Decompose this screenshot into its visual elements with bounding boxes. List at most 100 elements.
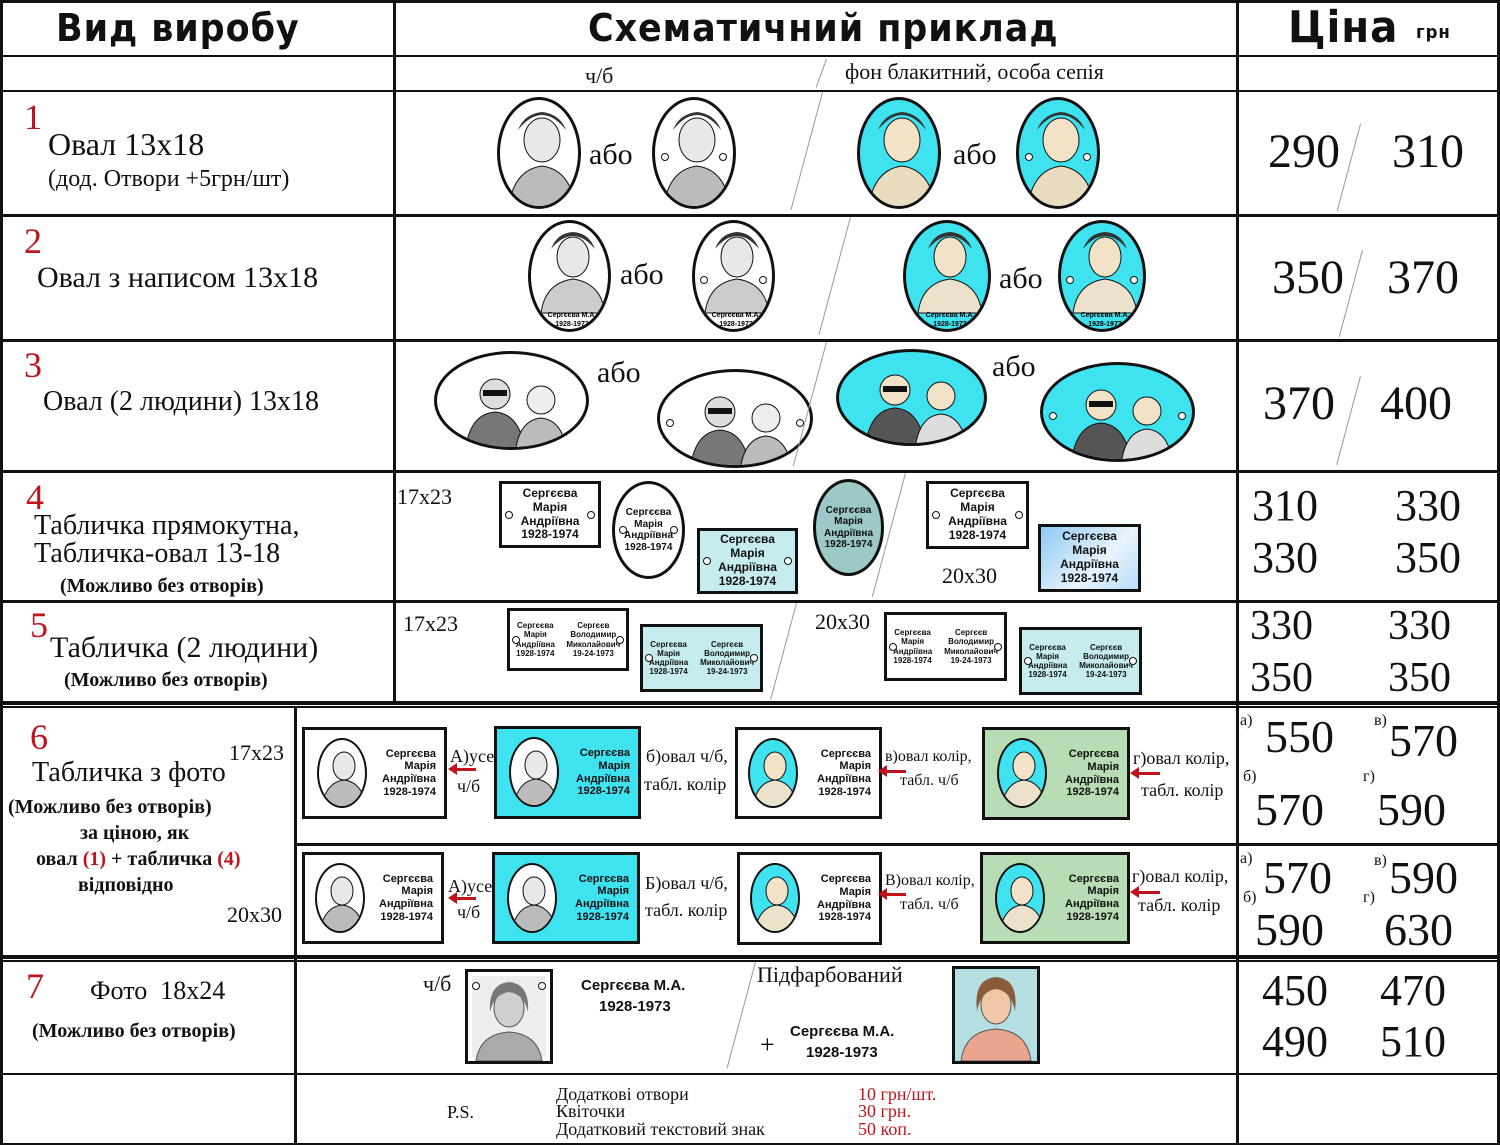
row-title: Овал з написом 13х18 [37, 261, 319, 294]
variant-marker: в) [1374, 852, 1387, 869]
photo-18x24-bw [465, 969, 553, 1064]
row-note: (Можливо без отворів) [64, 669, 268, 691]
price-20x30-bw: 350 [1250, 655, 1313, 701]
size-label: 17х23 [403, 611, 458, 636]
portrait-oval-caption-bw: Сергєєва М.А. 1928-1973 [528, 220, 611, 332]
variant-label: в)овал колір, [885, 748, 972, 765]
price-oval-bw: 330 [1252, 533, 1318, 582]
size-label: 17х23 [229, 740, 284, 765]
couple-oval-color-holes [1040, 362, 1195, 462]
svg-text:1928-1973: 1928-1973 [555, 321, 589, 328]
variant-marker: б) [1243, 889, 1257, 906]
portrait-oval-caption-bw-holes: Сергєєва М.А. 1928-1973 [692, 220, 775, 332]
price-color: 370 [1387, 251, 1459, 304]
variant-label: табл. колір [1138, 895, 1221, 915]
price-bw: 350 [1272, 251, 1344, 304]
row-note: відповідно [78, 874, 174, 896]
price-variant-a: 550 [1265, 711, 1334, 762]
row-title: Табличка-овал 13-18 [34, 538, 281, 569]
portrait-oval-color-holes [1016, 97, 1100, 209]
price-variant-b: 570 [1255, 784, 1324, 835]
row-title: Табличка прямокутна, [34, 510, 300, 541]
size-label: 20х30 [227, 902, 282, 927]
variant-label: табл. колір [644, 774, 727, 794]
couple-oval-color [836, 349, 987, 446]
svg-text:Сергєєва М.А.: Сергєєва М.А. [1081, 312, 1130, 319]
price-variant-a: 570 [1263, 852, 1332, 903]
svg-text:Сергєєва М.А.: Сергєєва М.А. [712, 312, 761, 319]
price-20x30-color: 350 [1388, 655, 1451, 701]
header-price-unit: грн [1416, 22, 1451, 43]
svg-text:1928-1973: 1928-1973 [719, 321, 753, 328]
photo-caption-name: Сергєєва М.А. [790, 1023, 895, 1040]
subheader-color: фон блакитний, особа сепія [845, 59, 1104, 84]
row-note: (Можливо без отворів) [8, 796, 212, 818]
portrait-oval-bw-holes [652, 97, 736, 209]
row-note: (Можливо без отворів) [60, 575, 264, 597]
variant-label: табл. ч/б [900, 772, 959, 789]
variant-marker: а) [1240, 850, 1253, 867]
couple-oval-bw-holes [657, 369, 813, 468]
variant-label: ч/б [457, 776, 481, 796]
size-label: 20х30 [942, 563, 997, 588]
price-color: 310 [1392, 125, 1464, 178]
price-rect-bw: 310 [1252, 481, 1318, 530]
extra-item-price: 30 грн. [858, 1101, 912, 1121]
subheader-bw: ч/б [585, 63, 614, 88]
variant-marker: в) [1374, 712, 1387, 729]
row-number: 3 [24, 345, 42, 385]
variant-marker: г) [1363, 889, 1375, 906]
size-label: 17х23 [397, 484, 452, 509]
price-variant-g: 630 [1384, 904, 1453, 955]
row-number: 1 [24, 97, 42, 137]
variant-label: табл. ч/б [900, 896, 959, 913]
price-color-a: 470 [1380, 966, 1446, 1015]
svg-text:Сергєєва М.А.: Сергєєва М.А. [548, 312, 597, 319]
header-product-type: Вид виробу [56, 6, 300, 50]
row-title: Табличка з фото [32, 757, 226, 788]
photo-18x24-color [952, 966, 1040, 1064]
row-number: 6 [30, 717, 48, 757]
couple-oval-bw [434, 351, 589, 450]
extra-item-price: 50 коп. [858, 1119, 912, 1139]
or-text: або [589, 138, 633, 171]
colored-label: Підфарбований [757, 962, 903, 987]
photo-caption-years: 1928-1973 [806, 1044, 878, 1061]
variant-marker: а) [1240, 712, 1253, 729]
price-bw-a: 450 [1262, 966, 1328, 1015]
row-note: (дод. Отвори +5грн/шт) [48, 166, 290, 192]
svg-text:1928-1973: 1928-1973 [1088, 321, 1122, 328]
ps-label: P.S. [447, 1102, 475, 1122]
variant-label: г)овал колір, [1132, 866, 1229, 886]
or-text: або [597, 356, 641, 389]
price-variant-g: 590 [1377, 784, 1446, 835]
price-variant-v: 570 [1389, 715, 1458, 766]
variant-label: табл. колір [1141, 780, 1224, 800]
plus-sign: + [760, 1030, 775, 1059]
variant-label: А)усе [448, 876, 493, 896]
row-title: Овал 13х18 [48, 126, 205, 162]
photo-caption-name: Сергєєва М.А. [581, 977, 686, 994]
price-bw-b: 490 [1262, 1017, 1328, 1066]
price-color: 400 [1380, 377, 1452, 430]
variant-label: б)овал ч/б, [646, 746, 728, 766]
price-bw: 370 [1263, 377, 1335, 430]
row-number: 7 [26, 966, 44, 1006]
variant-label: В)овал колір, [885, 872, 975, 889]
or-text: або [620, 258, 664, 291]
extra-item-label: Додатковий текстовий знак [556, 1119, 765, 1139]
